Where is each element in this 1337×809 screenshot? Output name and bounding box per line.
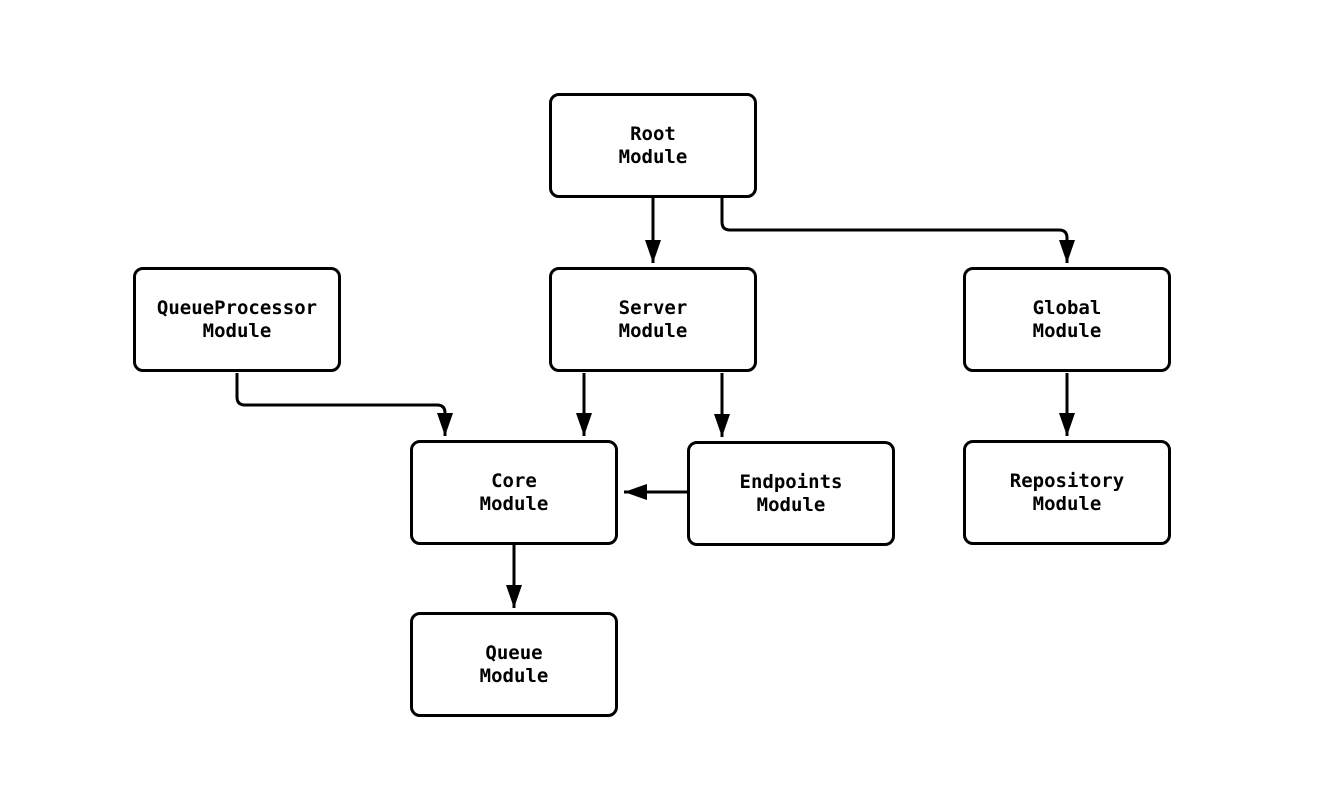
node-endpoints-module: Endpoints Module — [687, 441, 895, 546]
node-repository-module: Repository Module — [963, 440, 1171, 545]
node-queueprocessor-module-label: QueueProcessor Module — [156, 296, 318, 342]
node-queue-module-label: Queue Module — [479, 641, 549, 687]
node-global-module-label: Global Module — [1032, 296, 1102, 342]
node-queue-module: Queue Module — [410, 612, 618, 717]
node-server-module-label: Server Module — [618, 296, 688, 342]
node-root-module: Root Module — [549, 93, 757, 198]
node-core-module: Core Module — [410, 440, 618, 545]
node-root-module-label: Root Module — [618, 122, 688, 168]
edge-root-to-global — [720, 198, 1075, 263]
edge-queueprocessor-to-core — [235, 373, 453, 436]
node-queueprocessor-module: QueueProcessor Module — [133, 267, 341, 372]
node-global-module: Global Module — [963, 267, 1171, 372]
node-repository-module-label: Repository Module — [1009, 469, 1125, 515]
node-endpoints-module-label: Endpoints Module — [739, 470, 843, 516]
node-server-module: Server Module — [549, 267, 757, 372]
node-core-module-label: Core Module — [479, 469, 549, 515]
